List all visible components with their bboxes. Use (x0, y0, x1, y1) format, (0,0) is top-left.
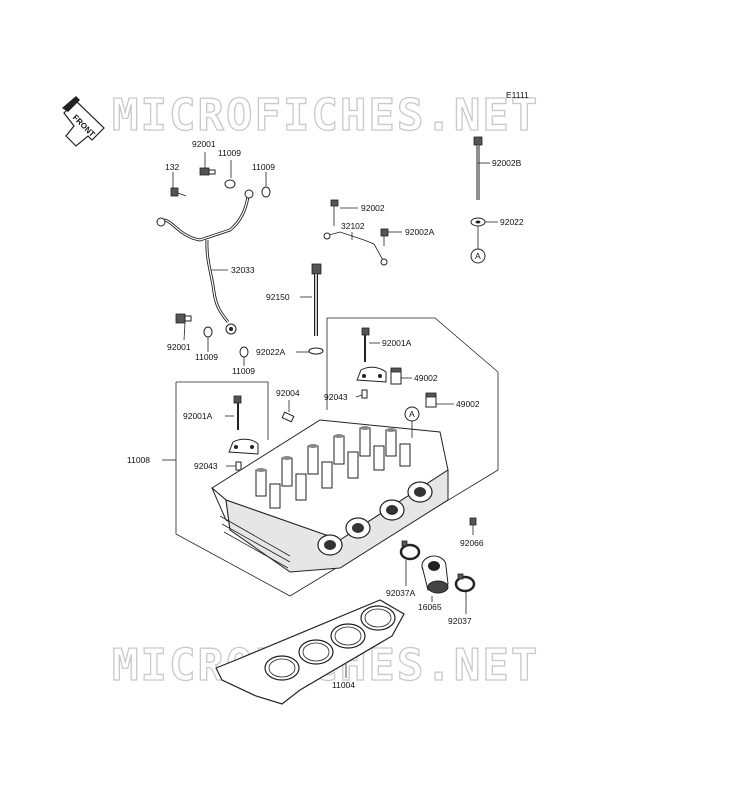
diagram-code: E1111 (506, 90, 529, 100)
bracket-group (323, 199, 389, 266)
callout-a-head: A (404, 406, 420, 422)
label-92004: 92004 (276, 388, 300, 398)
assembly-outline-right (327, 317, 499, 470)
label-32102: 32102 (341, 221, 365, 231)
label-11009-b: 11009 (252, 162, 275, 172)
cylinder-head (211, 419, 477, 573)
clamp-92037 (454, 573, 476, 593)
label-11004: 11004 (332, 680, 355, 690)
cam-cap-left (228, 395, 259, 471)
label-11009-a: 11009 (218, 148, 241, 158)
front-arrow-icon: FRONT (62, 96, 105, 147)
label-92022: 92022 (500, 217, 524, 227)
head-gasket (215, 599, 405, 705)
label-92037A: 92037A (386, 588, 416, 598)
label-92001A-left: 92001A (183, 411, 213, 421)
label-16065: 16065 (418, 602, 442, 612)
label-92037: 92037 (448, 616, 472, 626)
label-92066: 92066 (460, 538, 484, 548)
svg-text:A: A (475, 251, 481, 261)
label-11009-d: 11009 (232, 366, 255, 376)
stud-group (470, 136, 486, 227)
label-92002: 92002 (361, 203, 385, 213)
plug-b (425, 392, 437, 408)
label-49002-b: 49002 (456, 399, 480, 409)
clamp-92037A (399, 540, 421, 561)
cam-cap-right (356, 327, 387, 399)
label-92001A-right: 92001A (382, 338, 412, 348)
plug-a (390, 367, 402, 385)
watermark-top: MICROFICHES.NET (112, 90, 539, 141)
label-92043-left: 92043 (194, 461, 218, 471)
label-132: 132 (165, 162, 179, 172)
dowel-pin (281, 411, 295, 423)
oil-pipe-group (156, 167, 271, 358)
label-11008: 11008 (127, 455, 150, 465)
label-92002B: 92002B (492, 158, 522, 168)
label-32033: 32033 (231, 265, 255, 275)
label-49002-a: 49002 (414, 373, 438, 383)
label-92043-right: 92043 (324, 392, 348, 402)
label-92150: 92150 (266, 292, 290, 302)
callout-a-top: A (470, 248, 486, 264)
label-92001-top: 92001 (192, 139, 216, 149)
label-92002A: 92002A (405, 227, 435, 237)
holder-16065 (421, 555, 449, 594)
label-11009-c: 11009 (195, 352, 218, 362)
label-92022A: 92022A (256, 347, 286, 357)
long-bolt-group (308, 263, 324, 355)
label-92001-left: 92001 (167, 342, 191, 352)
svg-text:A: A (409, 409, 415, 419)
